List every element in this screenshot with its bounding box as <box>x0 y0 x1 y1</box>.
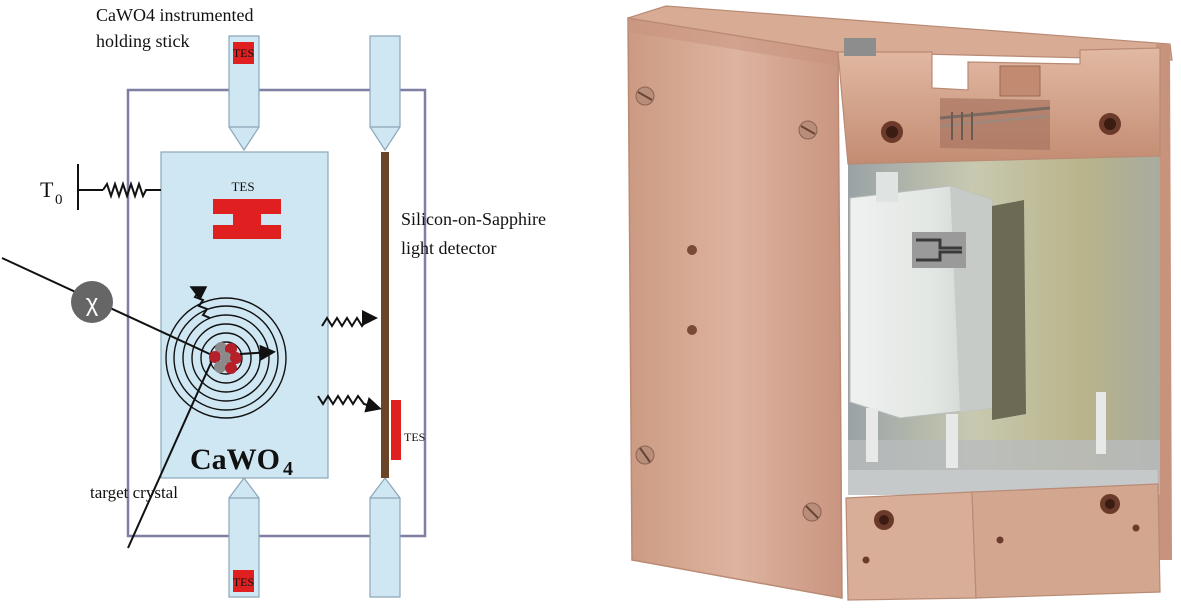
light-detector-label-line2: light detector <box>401 238 496 258</box>
crystal-formula-subscript: 4 <box>283 458 293 480</box>
tes-sensor-stick-bottom <box>233 570 254 592</box>
bath-temperature-subscript: 0 <box>55 192 63 208</box>
phonon-wiggle-up <box>189 286 211 319</box>
tes-label-crystal: TES <box>231 179 254 194</box>
stick-title-line2: holding stick <box>96 31 190 51</box>
tes-label-stick-top: TES <box>233 46 254 60</box>
detector-module-photo <box>627 5 1173 601</box>
light-detector-wafer <box>381 152 389 478</box>
thermal-link <box>77 164 161 210</box>
particle-track-outgoing <box>127 355 215 549</box>
nuclear-recoil-arrow <box>239 344 276 361</box>
chi-particle <box>71 281 113 323</box>
light-detector-photo <box>992 200 1026 420</box>
crystal-formula: CaWO <box>190 443 280 476</box>
tes-sensor-crystal <box>213 199 281 239</box>
holding-stick-top-left: TES <box>228 35 260 152</box>
housing-frame <box>126 88 427 538</box>
copper-bottom-block-left <box>845 491 977 601</box>
schematic-diagram: TES TES CaWO4 instrumented holding stick… <box>1 5 546 598</box>
target-crystal-label: target crystal <box>90 483 178 502</box>
holding-stick-bottom-right <box>369 477 401 598</box>
light-detector-label-line1: Silicon-on-Sapphire <box>401 209 546 229</box>
copper-top-frame <box>627 5 1173 61</box>
side-plate-screws <box>635 86 822 522</box>
tes-sensor-light-detector <box>391 400 401 460</box>
bath-temperature-symbol: T <box>40 177 54 202</box>
holding-stick-bottom-left: TES <box>228 477 260 598</box>
tes-chip-photo <box>912 232 966 268</box>
chi-particle-symbol: χ <box>86 290 99 317</box>
tes-sensor-stick-top <box>233 42 254 64</box>
stick-title-line1: CaWO4 instrumented <box>96 5 253 25</box>
photon-wiggle-lower <box>317 394 382 413</box>
recoil-nucleus <box>209 342 242 374</box>
holding-stick-top-right <box>369 35 401 152</box>
tes-label-light-detector: TES <box>404 430 425 444</box>
tes-label-stick-bottom: TES <box>233 575 254 589</box>
photon-wiggle-upper <box>321 310 378 328</box>
